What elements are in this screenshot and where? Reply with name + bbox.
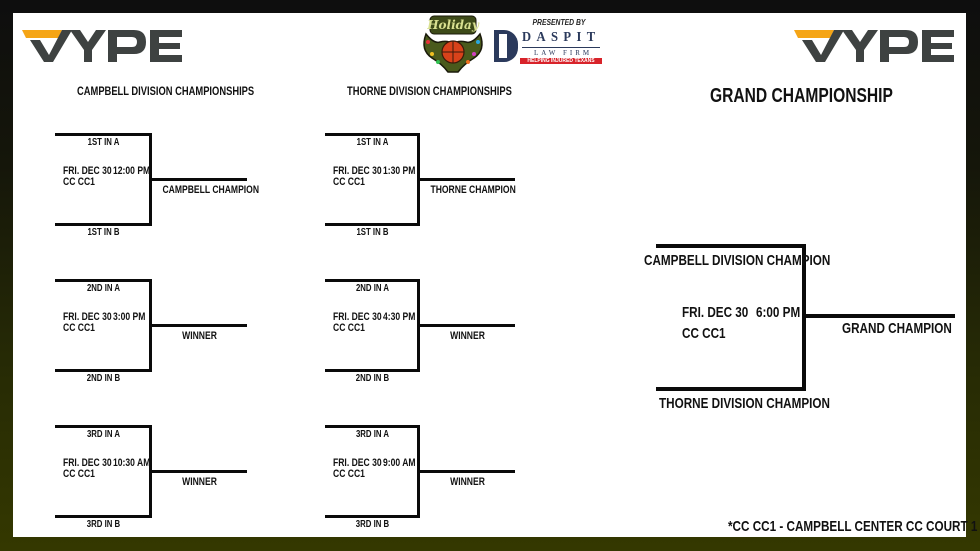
- grand-top-team: CAMPBELL DIVISION CHAMPION: [644, 252, 831, 269]
- event-logo-text: Holiday: [426, 18, 480, 32]
- bottom-slot-line: [325, 369, 420, 372]
- game-venue: CC CC1: [63, 322, 95, 334]
- game-date: FRI. DEC 30: [63, 457, 112, 469]
- holiday-event-logo: Holiday: [423, 15, 483, 73]
- bottom-seed: 1ST IN B: [356, 227, 389, 238]
- game-date: FRI. DEC 30: [63, 165, 112, 177]
- game-result: THORNE CHAMPION: [430, 184, 516, 196]
- grand-top-line: [656, 244, 806, 248]
- bottom-slot-line: [55, 369, 152, 372]
- sponsor-name: DASPIT: [522, 30, 601, 45]
- game-result: WINNER: [182, 476, 217, 488]
- result-line: [420, 178, 515, 181]
- grand-venue: CC CC1: [682, 325, 726, 342]
- bottom-seed: 2ND IN B: [86, 373, 121, 384]
- result-line: [152, 178, 247, 181]
- game-venue: CC CC1: [63, 176, 95, 188]
- grand-result-line: [806, 314, 955, 318]
- top-slot-line: [325, 279, 420, 282]
- top-slot-line: [325, 425, 420, 428]
- game-time: 1:30 PM: [383, 165, 416, 177]
- game-time: 3:00 PM: [113, 311, 146, 323]
- top-seed: 3RD IN A: [86, 429, 121, 440]
- bottom-seed: 2ND IN B: [355, 373, 390, 384]
- grand-result: GRAND CHAMPION: [842, 320, 952, 337]
- top-slot-line: [55, 279, 152, 282]
- bottom-seed: 3RD IN B: [86, 519, 121, 530]
- bracket-connector: [149, 133, 152, 226]
- bracket-connector: [149, 425, 152, 518]
- game-date: FRI. DEC 30: [333, 165, 382, 177]
- presented-by-label: PRESENTED BY: [532, 18, 586, 27]
- game-time: 10:30 AM: [113, 457, 151, 469]
- bottom-slot-line: [325, 223, 420, 226]
- court-footnote: *CC CC1 - CAMPBELL CENTER CC COURT 1: [728, 518, 978, 535]
- result-line: [152, 470, 247, 473]
- grand-bottom-line: [656, 387, 806, 391]
- grand-bottom-team: THORNE DIVISION CHAMPION: [659, 395, 830, 412]
- bottom-seed: 1ST IN B: [87, 227, 120, 238]
- grand-connector: [802, 244, 806, 391]
- sponsor-sub: LAW FIRM: [534, 49, 593, 57]
- bracket-connector: [149, 279, 152, 372]
- bottom-slot-line: [55, 223, 152, 226]
- grand-time: 6:00 PM: [756, 304, 801, 321]
- top-seed: 3RD IN A: [355, 429, 390, 440]
- result-line: [420, 324, 515, 327]
- game-venue: CC CC1: [63, 468, 95, 480]
- top-slot-line: [55, 425, 152, 428]
- grand-date: FRI. DEC 30: [682, 304, 749, 321]
- bottom-slot-line: [325, 515, 420, 518]
- top-slot-line: [55, 133, 152, 136]
- campbell-section-title: CAMPBELL DIVISION CHAMPIONSHIPS: [77, 84, 255, 98]
- game-time: 4:30 PM: [383, 311, 416, 323]
- result-line: [420, 470, 515, 473]
- game-result: WINNER: [450, 476, 485, 488]
- game-time: 9:00 AM: [383, 457, 416, 469]
- vype-logo-right: [794, 30, 954, 62]
- bracket-connector: [417, 279, 420, 372]
- sponsor-logo: PRESENTED BY DASPIT LAW FIRM HELPING INJ…: [492, 18, 604, 64]
- game-date: FRI. DEC 30: [333, 457, 382, 469]
- game-venue: CC CC1: [333, 176, 365, 188]
- sponsor-tagline: HELPING INJURED TEXANS: [527, 58, 595, 64]
- sponsor-tagline-bar: HELPING INJURED TEXANS: [520, 58, 602, 64]
- top-slot-line: [325, 133, 420, 136]
- grand-section-title: GRAND CHAMPIONSHIP: [710, 85, 893, 107]
- bracket-connector: [417, 133, 420, 226]
- vype-logo-left: [22, 30, 182, 62]
- game-venue: CC CC1: [333, 322, 365, 334]
- bottom-slot-line: [55, 515, 152, 518]
- game-venue: CC CC1: [333, 468, 365, 480]
- game-result: CAMPBELL CHAMPION: [162, 184, 260, 196]
- game-result: WINNER: [182, 330, 217, 342]
- game-date: FRI. DEC 30: [63, 311, 112, 323]
- game-result: WINNER: [450, 330, 485, 342]
- thorne-section-title: THORNE DIVISION CHAMPIONSHIPS: [347, 84, 512, 98]
- game-time: 12:00 PM: [113, 165, 151, 177]
- top-seed: 1ST IN A: [87, 137, 120, 148]
- bottom-seed: 3RD IN B: [355, 519, 390, 530]
- game-date: FRI. DEC 30: [333, 311, 382, 323]
- logo-chevron-accent: [22, 30, 62, 38]
- bracket-connector: [417, 425, 420, 518]
- top-seed: 2ND IN A: [355, 283, 390, 294]
- top-seed: 2ND IN A: [86, 283, 121, 294]
- top-seed: 1ST IN A: [356, 137, 389, 148]
- result-line: [152, 324, 247, 327]
- bracket-panel: [13, 13, 966, 537]
